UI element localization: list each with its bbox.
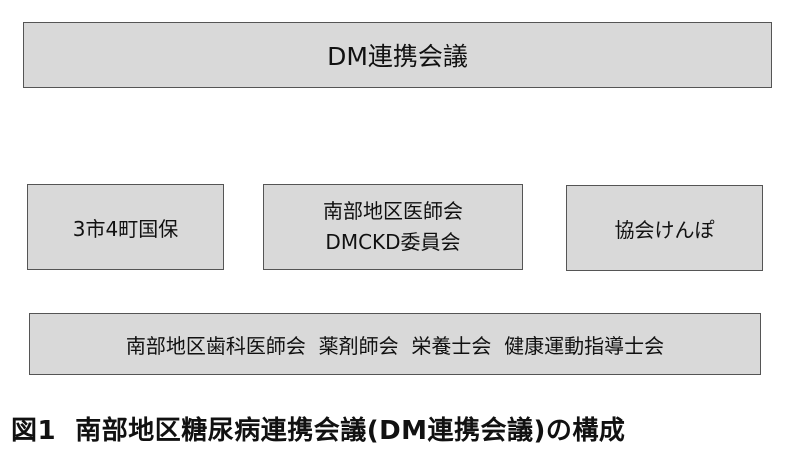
- kokuho-label: 3市4町国保: [72, 216, 179, 241]
- figure-caption: 図1 南部地区糖尿病連携会議(DM連携会議)の構成: [11, 416, 626, 446]
- kyokai-kenpo-box: 協会けんぽ: [566, 185, 763, 271]
- ishikai-box: 南部地区医師会 DMCKD委員会: [263, 184, 523, 270]
- kyokai-kenpo-label: 協会けんぽ: [614, 217, 715, 242]
- ishikai-label-line1: 南部地区医師会: [323, 199, 463, 223]
- partner-associations-label: 南部地区歯科医師会 薬剤師会 栄養士会 健康運動指導士会: [125, 333, 665, 358]
- kokuho-box: 3市4町国保: [27, 184, 224, 270]
- dm-renkei-kaigi-box: DM連携会議: [23, 22, 772, 88]
- dm-renkei-kaigi-label: DM連携会議: [327, 42, 468, 71]
- partner-associations-box: 南部地区歯科医師会 薬剤師会 栄養士会 健康運動指導士会: [29, 313, 761, 375]
- ishikai-label-line2: DMCKD委員会: [325, 230, 461, 254]
